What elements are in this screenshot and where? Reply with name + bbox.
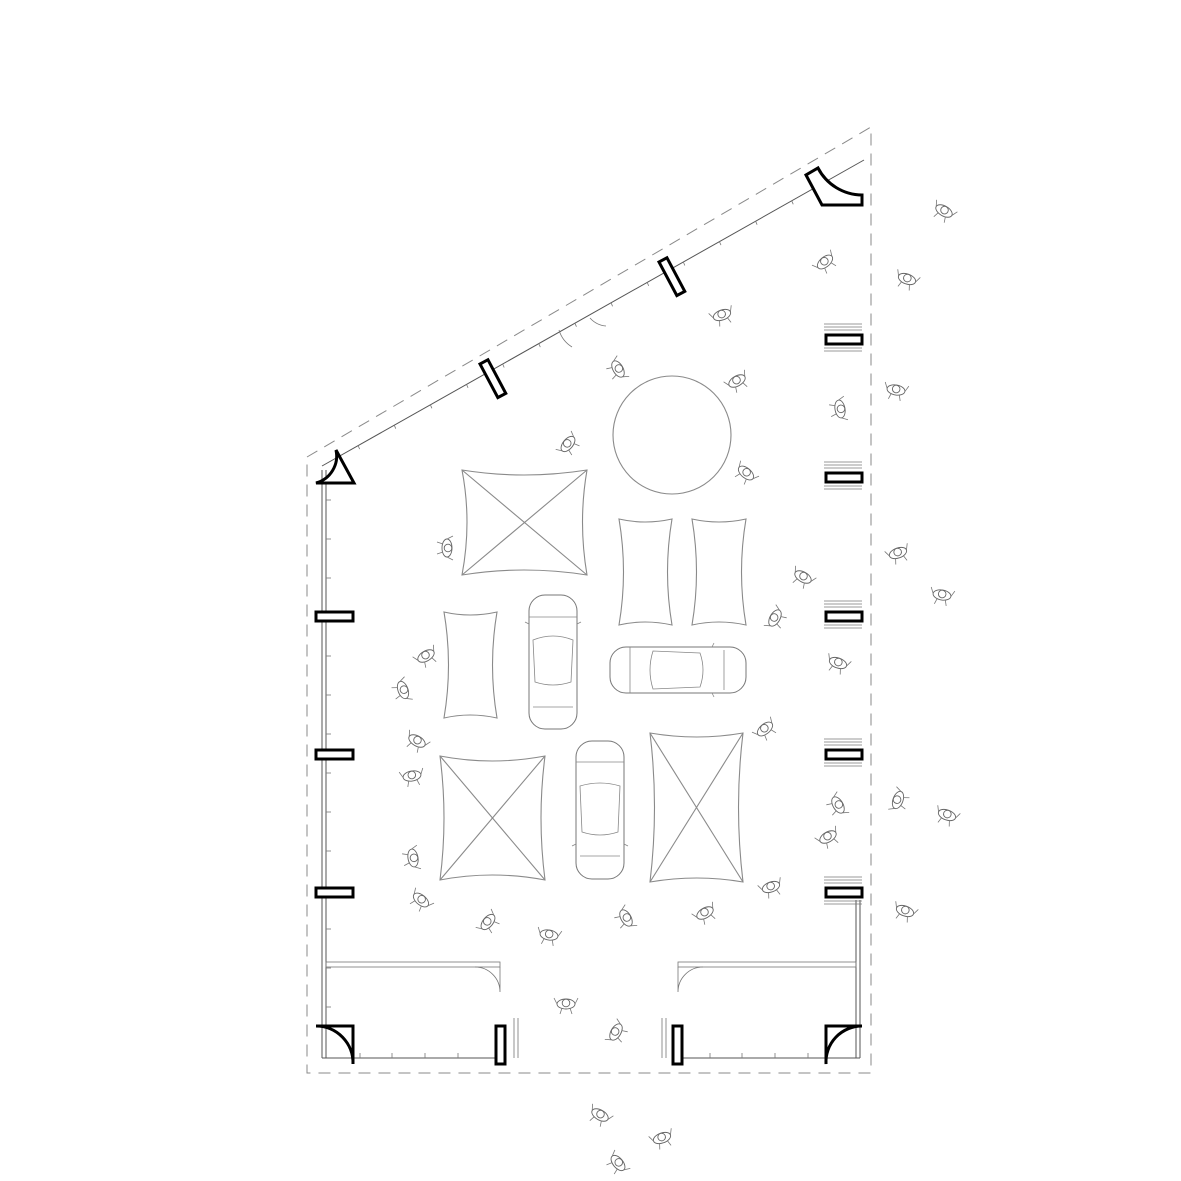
person-icon	[792, 565, 817, 589]
mullion-tick	[502, 363, 505, 368]
person-icon	[751, 716, 777, 741]
person-icon	[537, 926, 563, 946]
person-icon	[734, 460, 760, 485]
person-icon	[475, 908, 500, 934]
person-icon	[412, 644, 437, 668]
window-stripes	[824, 196, 862, 905]
mullion-tick	[646, 282, 650, 287]
person-icon	[884, 543, 908, 565]
person-icon	[937, 805, 961, 827]
columns	[314, 165, 864, 1066]
person-icon	[604, 1018, 628, 1043]
person-icon	[708, 305, 732, 327]
person-icon	[811, 249, 837, 274]
person-icon	[897, 269, 921, 291]
car-3	[609, 642, 747, 698]
person-icon	[888, 786, 910, 810]
car-1	[524, 594, 582, 730]
mullion-tick	[357, 445, 361, 450]
person-icon	[723, 369, 748, 393]
person-icon	[391, 676, 413, 700]
person-icon	[826, 791, 850, 816]
mullion-tick	[466, 384, 469, 389]
person-icon	[757, 877, 781, 899]
person-icon	[409, 887, 435, 912]
person-icon	[884, 381, 910, 401]
person-icon	[406, 729, 431, 753]
person-icon	[933, 199, 958, 223]
person-icon	[829, 395, 849, 421]
top-door	[558, 317, 607, 348]
mullion-tick	[610, 302, 613, 307]
person-icon	[814, 825, 839, 849]
person-icon	[606, 355, 630, 380]
person-icon	[614, 904, 638, 929]
person-icon	[553, 997, 579, 1015]
exterior-walls	[321, 159, 865, 1059]
mullion-tick	[682, 261, 686, 266]
people	[391, 199, 961, 1175]
person-icon	[895, 901, 919, 923]
wall-mullions	[326, 180, 830, 1058]
person-icon	[436, 535, 454, 561]
display-tables	[439, 469, 747, 883]
person-icon	[828, 653, 852, 675]
mullion-tick	[719, 241, 722, 246]
round-table	[612, 375, 732, 495]
mullion-tick	[755, 221, 758, 225]
person-icon	[589, 1103, 614, 1127]
person-icon	[763, 604, 787, 629]
person-icon	[555, 430, 580, 456]
mullion-tick	[430, 404, 433, 409]
mullion-tick	[393, 425, 397, 429]
person-icon	[691, 901, 716, 925]
entrance-partitions	[325, 961, 857, 1058]
mullion-tick	[538, 343, 541, 348]
person-icon	[398, 767, 424, 787]
person-icon	[648, 1128, 672, 1150]
property-boundary	[306, 126, 872, 1074]
person-icon	[402, 844, 422, 870]
mullion-tick	[791, 200, 794, 205]
mullion-tick	[574, 323, 577, 327]
car-2	[571, 740, 629, 880]
person-icon	[606, 1149, 631, 1175]
person-icon	[930, 586, 956, 606]
